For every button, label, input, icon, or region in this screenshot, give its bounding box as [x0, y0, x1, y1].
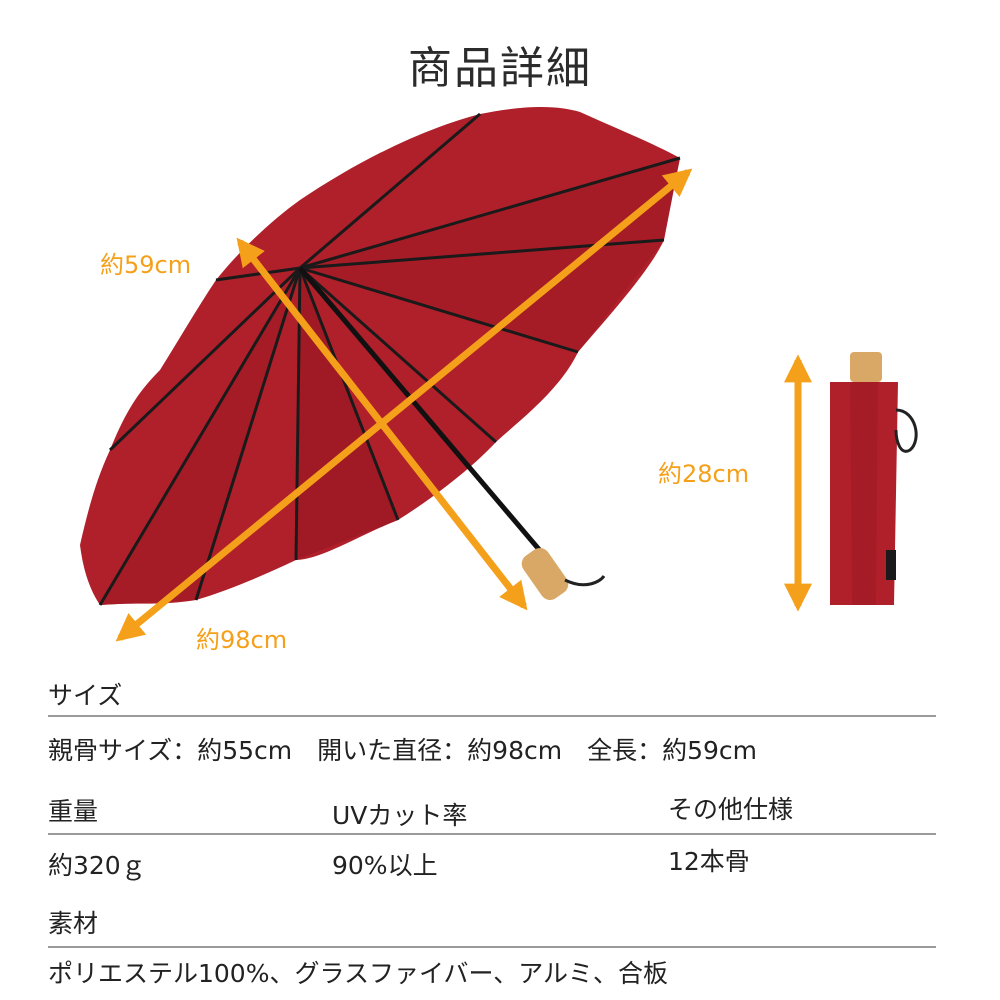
size-heading: サイズ — [48, 681, 123, 710]
other-spec-value: 12本骨 — [668, 847, 750, 876]
folded-length-label: 約28cm — [658, 460, 749, 488]
uv-value: 90%以上 — [332, 851, 438, 880]
diameter-arrow — [115, 168, 693, 642]
size-value: 親骨サイズ：約55cm 開いた直径：約98cm 全長：約59cm — [48, 736, 757, 765]
umbrella-illustration: 約59cm 約98cm 約28cm — [80, 107, 918, 654]
divider — [48, 715, 936, 717]
divider — [48, 946, 936, 948]
page-title: 商品詳細 — [408, 43, 592, 94]
material-value: ポリエステル100%、グラスファイバー、アルミ、合板 — [48, 959, 668, 988]
radius-label: 約59cm — [100, 251, 191, 279]
material-heading: 素材 — [48, 909, 99, 938]
open-umbrella-image — [80, 107, 681, 606]
uv-heading: UVカット率 — [332, 801, 468, 830]
folded-umbrella-image — [830, 352, 918, 605]
other-spec-heading: その他仕様 — [668, 795, 794, 824]
weight-heading: 重量 — [48, 797, 99, 826]
weight-value: 約320ｇ — [48, 851, 146, 880]
diameter-label: 約98cm — [196, 626, 287, 654]
divider — [48, 833, 936, 835]
